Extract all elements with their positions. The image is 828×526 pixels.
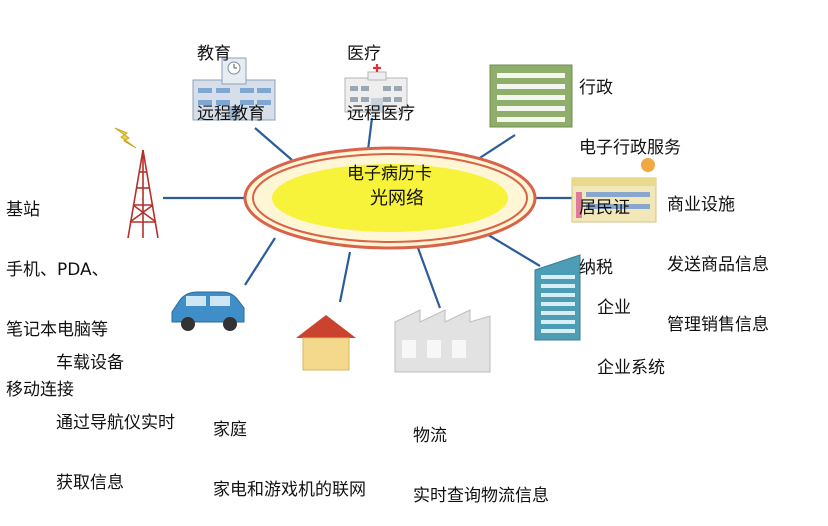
hospital-icon (344, 64, 408, 113)
label-logistics-line1: 物流 (413, 426, 447, 446)
label-medical-line1: 医疗 (347, 44, 381, 64)
shopping-facility-icon (571, 158, 657, 223)
label-vehicle-line2: 通过导航仪实时 (56, 413, 175, 433)
label-basestation-line2: 手机、PDA、 (6, 260, 109, 280)
label-government-line3: 居民证 (579, 198, 630, 218)
optical-network-diagram: 光网络 (114, 57, 657, 373)
cell-tower-icon (127, 149, 159, 239)
link-logistics (416, 247, 442, 309)
label-enterprise-line2: 企业系统 (597, 358, 665, 378)
label-vehicle-line3: 获取信息 (56, 473, 124, 493)
label-home-line2: 家电和游戏机的联网 (213, 480, 366, 500)
enterprise-building-icon (534, 254, 581, 341)
label-education: 教育 远程教育 (197, 4, 265, 144)
label-vehicle-line1: 车载设备 (56, 353, 124, 373)
label-basestation: 基站 手机、PDA、 笔记本电脑等 移动连接 (6, 160, 109, 420)
factory-icon (394, 309, 491, 373)
car-icon (171, 291, 245, 331)
center-ellipse (272, 164, 508, 232)
label-commerce-line3: 管理销售信息 (667, 315, 769, 335)
label-commerce-line1: 商业设施 (667, 195, 735, 215)
label-logistics: 物流 实时查询物流信息 (413, 386, 549, 526)
center-label: 光网络 (370, 188, 424, 209)
link-medical (366, 117, 374, 151)
label-education-line1: 教育 (197, 44, 231, 64)
label-education-line2: 远程教育 (197, 104, 265, 124)
label-government-line1: 行政 (579, 78, 613, 98)
label-basestation-line1: 基站 (6, 200, 40, 220)
label-medical-line3: 电子病历卡 (347, 164, 432, 184)
label-basestation-line3: 笔记本电脑等 (6, 320, 108, 340)
government-building-icon (489, 64, 573, 128)
signal-lightning-icon (114, 127, 137, 149)
link-vehicle (244, 237, 276, 286)
label-government-line4: 纳税 (579, 258, 613, 278)
link-enterprise (484, 232, 541, 267)
label-enterprise-line1: 企业 (597, 298, 631, 318)
house-icon (296, 315, 356, 371)
link-education (254, 127, 293, 161)
school-building-icon (192, 57, 276, 121)
link-home (338, 251, 352, 303)
label-logistics-line2: 实时查询物流信息 (413, 486, 549, 506)
label-enterprise: 企业 企业系统 (597, 258, 665, 398)
label-commerce-line2: 发送商品信息 (667, 255, 769, 275)
label-government: 行政 电子行政服务 居民证 纳税 (579, 38, 681, 298)
label-medical-line2: 远程医疗 (347, 104, 415, 124)
label-commerce: 商业设施 发送商品信息 管理销售信息 (667, 155, 769, 355)
label-home: 家庭 家电和游戏机的联网 (213, 380, 366, 520)
label-government-line2: 电子行政服务 (579, 138, 681, 158)
label-home-line1: 家庭 (213, 420, 247, 440)
label-medical: 医疗 远程医疗 电子病历卡 (347, 4, 432, 204)
optical-network-ring: 光网络 (243, 146, 537, 250)
label-basestation-line4: 移动连接 (6, 380, 74, 400)
connection-lines (163, 117, 575, 309)
